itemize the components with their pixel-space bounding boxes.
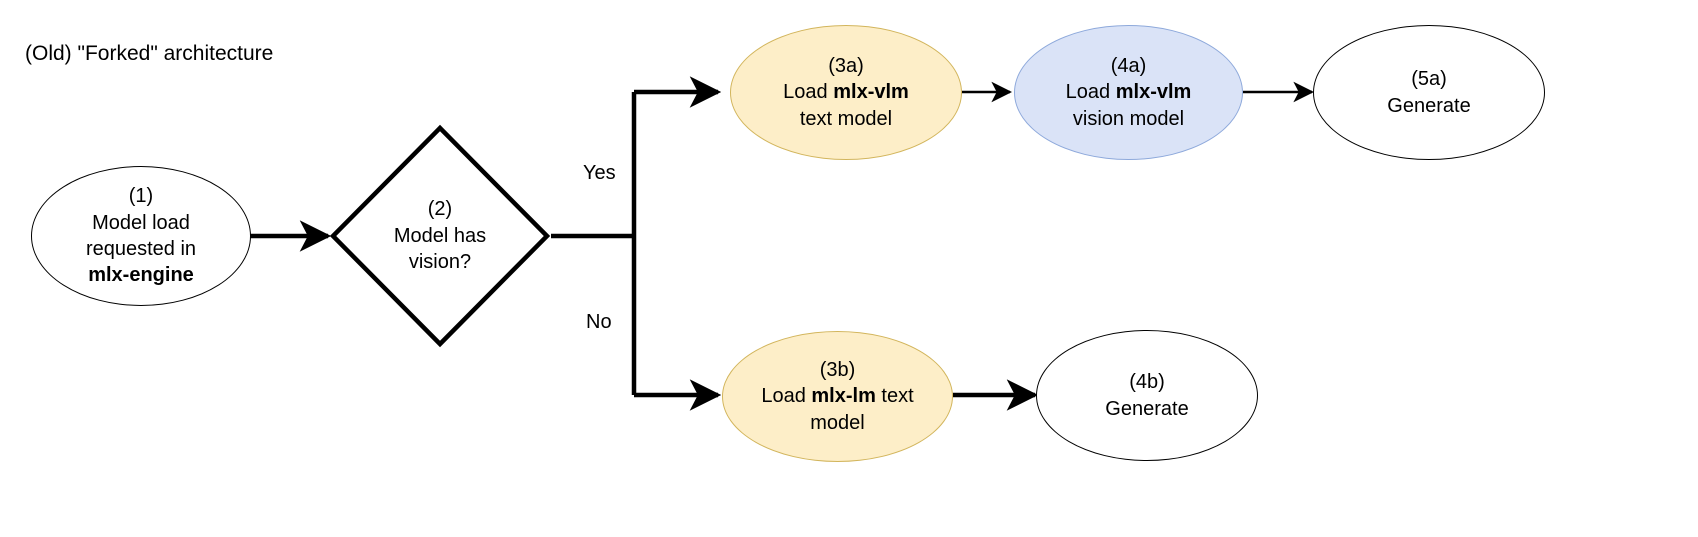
node-3a-line2-package: mlx-vlm	[833, 81, 909, 104]
node-4b-id: (4b)	[1129, 371, 1165, 394]
node-2-decision-model-has-vision[interactable]: (2) Model has vision?	[329, 124, 551, 348]
edge-label-no: No	[586, 311, 612, 333]
node-1-id: (1)	[128, 185, 154, 208]
node-3a-load-mlx-vlm-text-model[interactable]: (3a) Load mlx-vlm text model	[730, 25, 962, 160]
node-2-id: (2)	[427, 198, 453, 221]
node-3a-id: (3a)	[828, 54, 864, 77]
node-4a-label: (4a) Load mlx-vlm vision model	[1056, 53, 1202, 132]
node-4a-id: (4a)	[1110, 54, 1147, 77]
node-1-model-load-requested[interactable]: (1) Model load requested in mlx-engine	[31, 166, 251, 306]
node-3a-line2-pre: Load	[783, 81, 834, 104]
node-3a-line3: text model	[799, 107, 893, 130]
node-4b-generate[interactable]: (4b) Generate	[1036, 330, 1258, 461]
node-1-line3: requested in	[85, 238, 197, 260]
node-4b-label: (4b) Generate	[1095, 369, 1198, 422]
node-2-label: (2) Model has vision?	[329, 124, 551, 348]
diagram-title: (Old) "Forked" architecture	[25, 42, 274, 65]
node-5a-generate[interactable]: (5a) Generate	[1313, 25, 1545, 160]
edge-2-split-trunk	[551, 92, 637, 395]
node-4b-line2: Generate	[1105, 397, 1189, 420]
node-5a-label: (5a) Generate	[1377, 66, 1480, 119]
node-3b-line3: model	[810, 411, 865, 434]
node-1-label: (1) Model load requested in mlx-engine	[76, 183, 206, 289]
diamond-shape	[329, 124, 551, 348]
node-2-line3: vision?	[408, 251, 472, 274]
edge-label-yes: Yes	[583, 162, 616, 184]
node-5a-line2: Generate	[1387, 94, 1471, 117]
node-3b-label: (3b) Load mlx-lm text model	[751, 357, 923, 436]
node-3b-line2-package: mlx-lm	[811, 385, 876, 408]
node-1-line4-package: mlx-engine	[88, 264, 194, 287]
node-3b-id: (3b)	[819, 358, 856, 381]
node-4a-line3: vision model	[1072, 107, 1185, 130]
node-3b-line2-pre: Load	[761, 385, 812, 408]
node-1-line2: Model load	[92, 211, 190, 234]
node-5a-id: (5a)	[1411, 68, 1447, 91]
node-3b-load-mlx-lm-text-model[interactable]: (3b) Load mlx-lm text model	[722, 331, 953, 462]
node-3a-label: (3a) Load mlx-vlm text model	[773, 53, 919, 132]
node-3b-line2-post: text	[875, 385, 914, 408]
node-4a-line2-package: mlx-vlm	[1115, 81, 1192, 104]
node-4a-line2-pre: Load	[1065, 81, 1116, 104]
node-2-line2: Model has	[393, 224, 487, 247]
node-4a-load-mlx-vlm-vision-model[interactable]: (4a) Load mlx-vlm vision model	[1014, 25, 1243, 160]
